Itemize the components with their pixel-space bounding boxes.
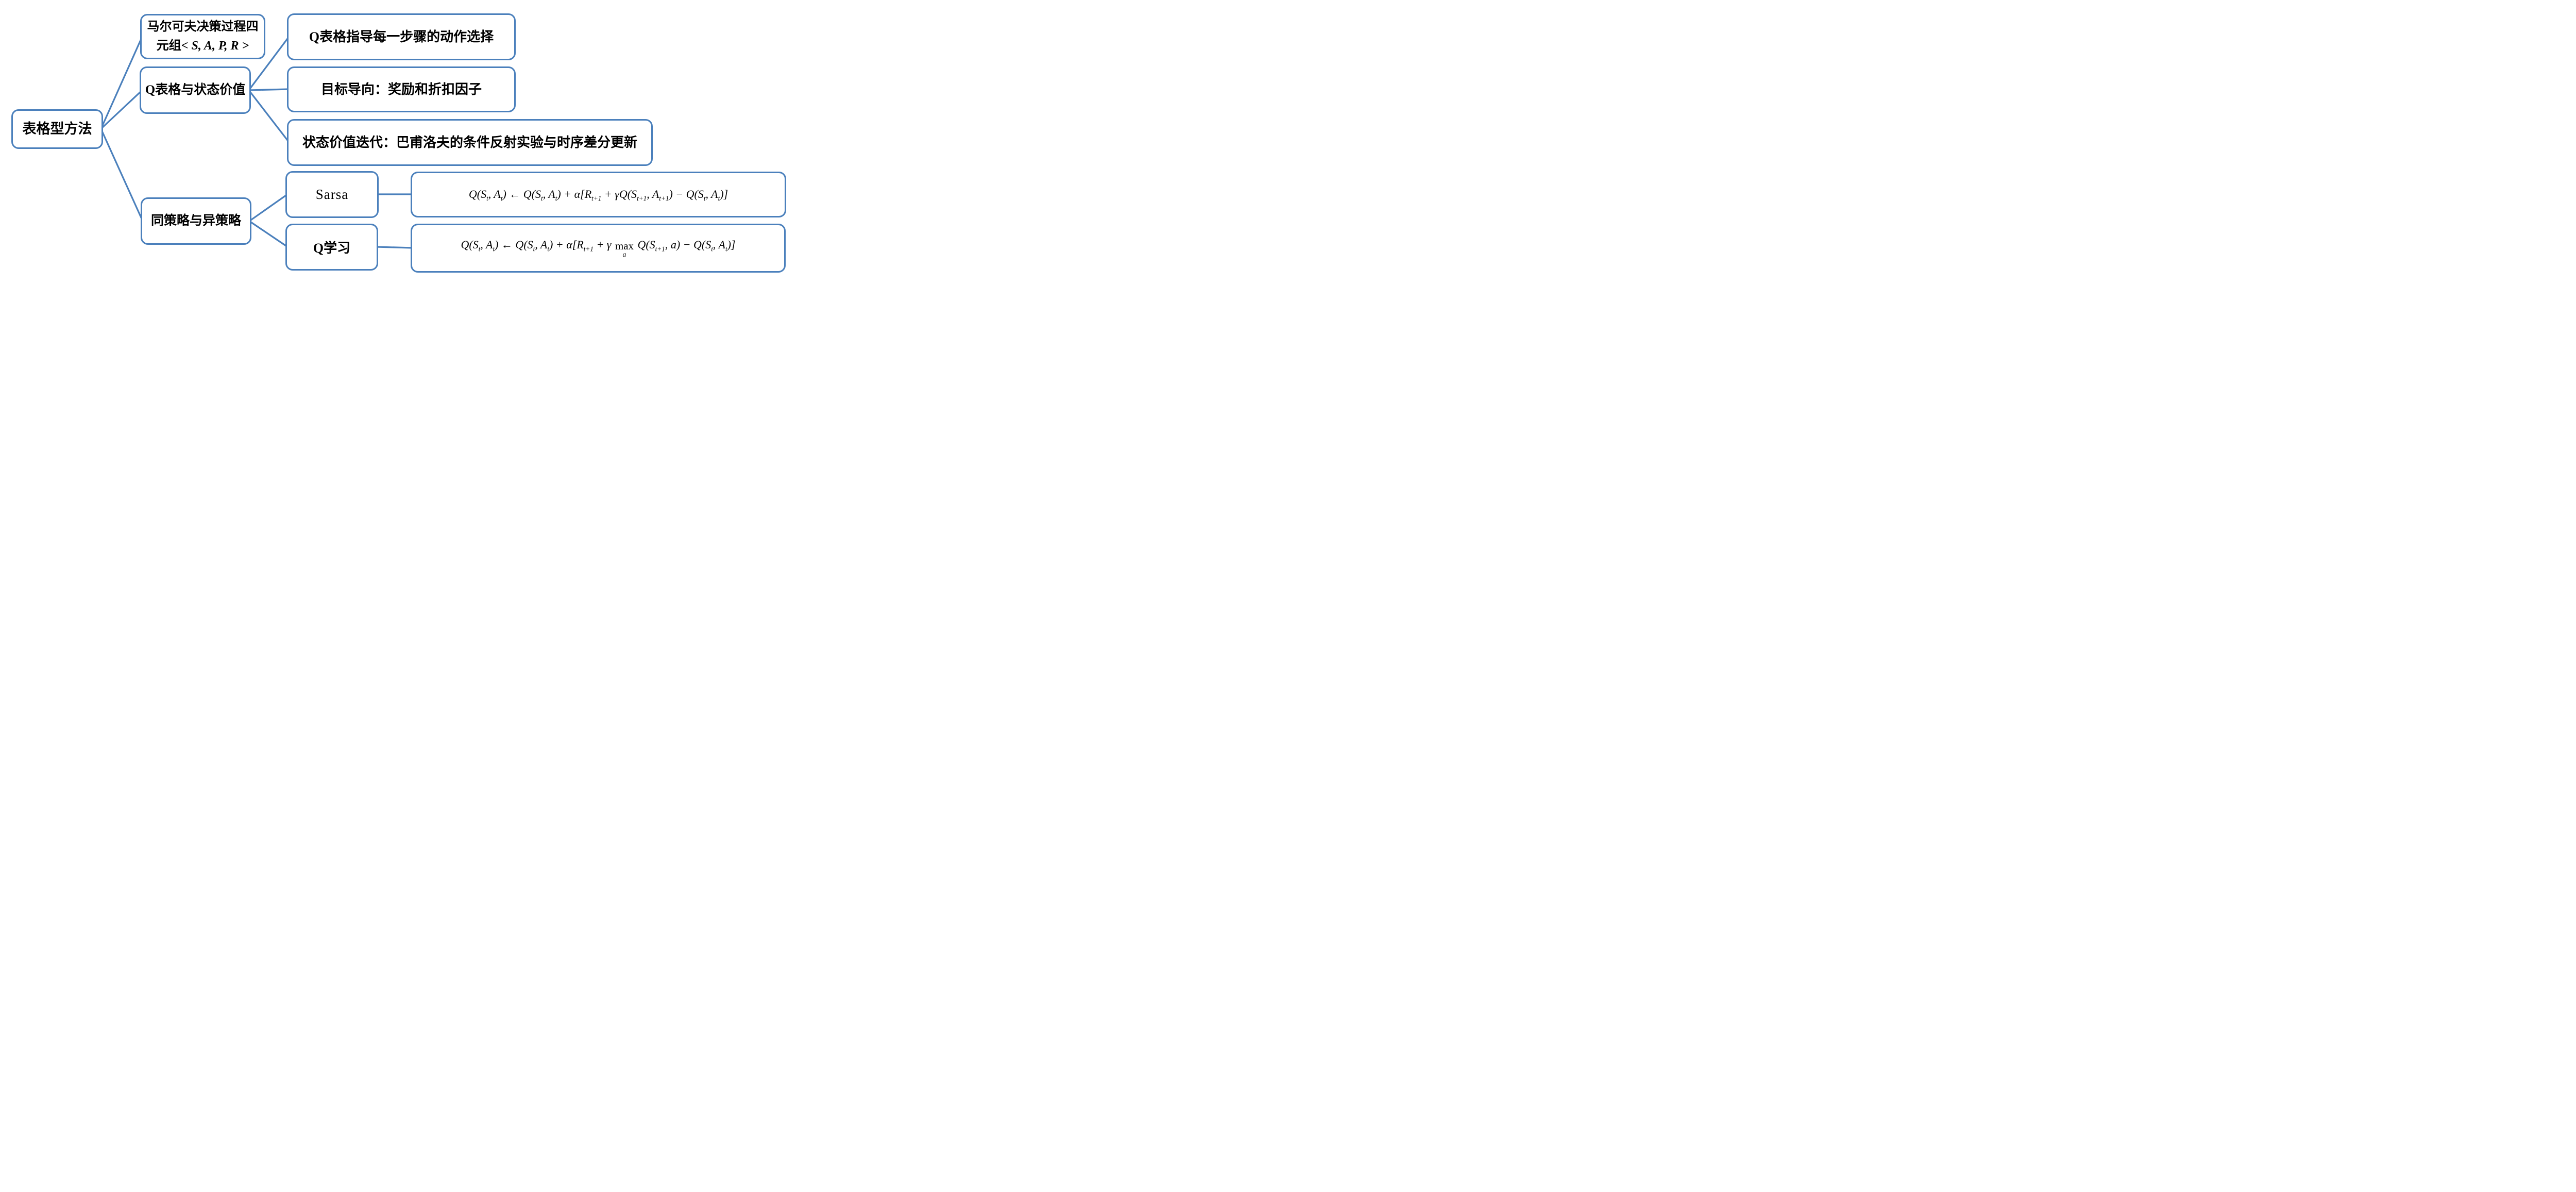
node-goal-oriented-label: 目标导向：奖励和折扣因子 bbox=[320, 81, 482, 97]
edge-root-qtable bbox=[100, 89, 143, 130]
edge-root-mdp bbox=[100, 36, 143, 130]
edge-qtable-goal bbox=[248, 88, 290, 91]
node-on-off-policy-label: 同策略与异策略 bbox=[150, 213, 241, 228]
sarsa-update-formula-text: Q(St, At) ← Q(St, At) + α[Rt+1 + γQ(St+1… bbox=[468, 188, 728, 203]
node-qlearning-label: Q学习 bbox=[313, 241, 351, 256]
node-qtable-state-value-label: Q表格与状态价值 bbox=[145, 82, 246, 97]
node-state-value-iteration-label: 状态价值迭代：巴甫洛夫的条件反射实验与时序差分更新 bbox=[302, 135, 637, 150]
node-sarsa-update-formula: Q(St, At) ← Q(St, At) + α[Rt+1 + γQ(St+1… bbox=[411, 172, 786, 217]
edge-policy-qlearning bbox=[248, 220, 289, 248]
edge-root-policy bbox=[100, 128, 144, 222]
edge-policy-sarsa bbox=[248, 193, 289, 222]
node-qtable-state-value: Q表格与状态价值 bbox=[140, 66, 251, 114]
edge-qtable-viter bbox=[248, 89, 290, 143]
node-state-value-iteration: 状态价值迭代：巴甫洛夫的条件反射实验与时序差分更新 bbox=[287, 119, 653, 166]
node-mdp-tuple: 马尔可夫决策过程四元组< S, A, P, R > bbox=[140, 14, 265, 59]
node-tabular-methods: 表格型方法 bbox=[11, 109, 103, 149]
node-sarsa: Sarsa bbox=[285, 171, 379, 218]
node-qtable-action-selection-label: Q表格指导每一步骤的动作选择 bbox=[309, 29, 494, 44]
node-mdp-tuple-label: 马尔可夫决策过程四元组< S, A, P, R > bbox=[147, 20, 259, 53]
node-on-off-policy: 同策略与异策略 bbox=[141, 197, 251, 245]
node-goal-oriented: 目标导向：奖励和折扣因子 bbox=[287, 66, 516, 112]
connector-layer bbox=[100, 36, 414, 249]
edge-qlearning-formula bbox=[375, 246, 414, 249]
node-qtable-action-selection: Q表格指导每一步骤的动作选择 bbox=[287, 13, 516, 60]
node-sarsa-label: Sarsa bbox=[315, 187, 349, 202]
edge-qtable-qstep bbox=[248, 36, 290, 91]
mindmap-diagram: 表格型方法 马尔可夫决策过程四元组< S, A, P, R > Q表格与状态价值… bbox=[0, 0, 805, 298]
node-qlearning: Q学习 bbox=[285, 224, 378, 271]
node-tabular-methods-label: 表格型方法 bbox=[22, 121, 92, 137]
